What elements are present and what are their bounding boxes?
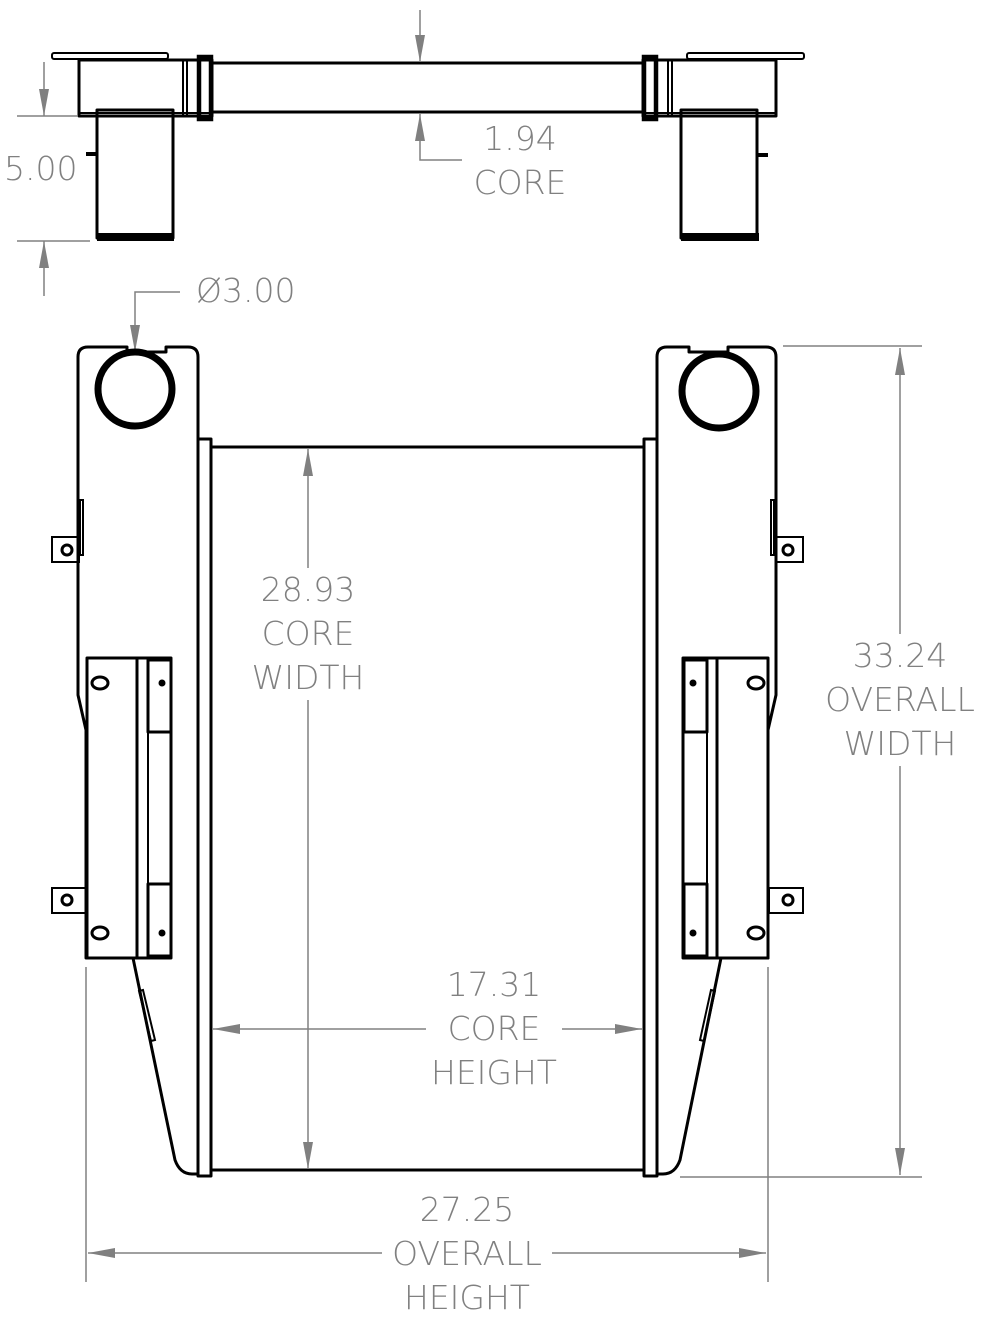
overall-height-label-1: OVERALL	[392, 1234, 542, 1273]
overall-width-label-1: OVERALL	[825, 680, 975, 719]
overall-width-value: 33.24	[852, 636, 948, 675]
overall-height-label-2: HEIGHT	[404, 1278, 530, 1317]
overall-width-dimension: 33.24 OVERALL WIDTH	[816, 634, 983, 766]
inlet-offset-value: 5.00	[4, 149, 78, 188]
front-view	[51, 345, 804, 1178]
overall-height-dimension: 27.25 OVERALL HEIGHT	[382, 1188, 552, 1320]
core-thickness-label: CORE	[473, 163, 567, 202]
port-diameter-value: 3.00	[221, 271, 296, 310]
top-view-dimensions	[17, 10, 465, 352]
top-view	[51, 52, 805, 241]
core-width-dimension: 28.93 CORE WIDTH	[246, 568, 370, 700]
core-height-label-1: CORE	[447, 1009, 541, 1048]
core-height-value: 17.31	[446, 965, 542, 1004]
core-height-dimension: 17.31 CORE HEIGHT	[426, 963, 562, 1095]
overall-width-label-2: WIDTH	[843, 724, 957, 763]
core-width-label-1: CORE	[261, 614, 355, 653]
core-height-label-2: HEIGHT	[431, 1053, 557, 1092]
port-diameter-dimension: Ø3.00	[196, 269, 311, 313]
inlet-offset-dimension: 5.00	[4, 147, 84, 191]
core-thickness-value: 1.94	[483, 119, 557, 158]
core-width-label-2: WIDTH	[251, 658, 365, 697]
core-thickness-dimension: 1.94 CORE	[462, 117, 578, 205]
overall-height-value: 27.25	[419, 1190, 515, 1229]
core-width-value: 28.93	[260, 570, 356, 609]
diameter-symbol-icon: Ø	[196, 271, 222, 310]
